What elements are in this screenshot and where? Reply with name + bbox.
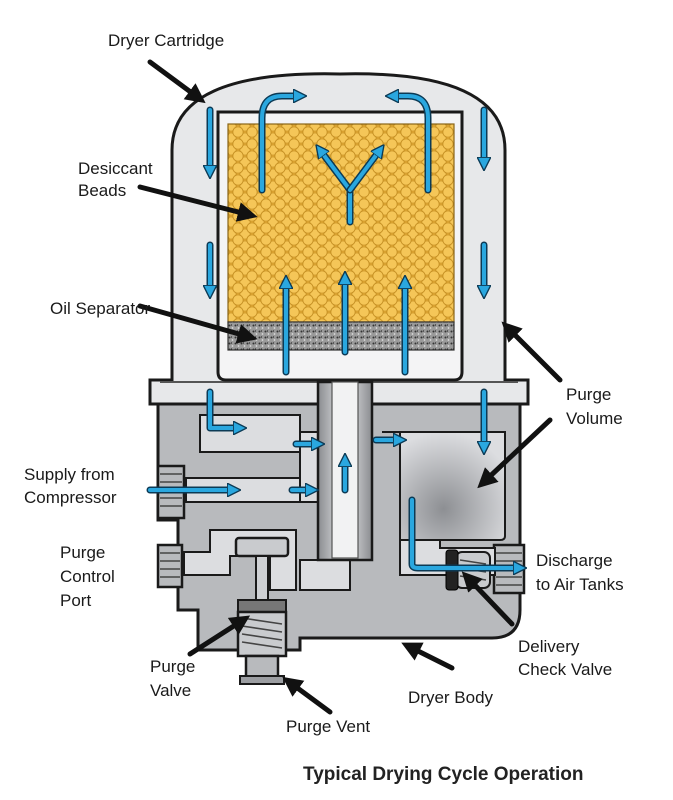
- label-oil-separator: Oil Separator: [50, 299, 150, 318]
- label-supply-2: Compressor: [24, 488, 117, 507]
- air-flow-arrows: [146, 96, 520, 568]
- label-discharge-2: to Air Tanks: [536, 575, 624, 594]
- label-purge-control-3: Port: [60, 591, 91, 610]
- oil-separator: [227, 321, 455, 351]
- label-purge-vent: Purge Vent: [286, 717, 370, 736]
- label-dryer-cartridge: Dryer Cartridge: [108, 31, 224, 50]
- label-desiccant-beads-1: Desiccant: [78, 159, 153, 178]
- desiccant-beads: [227, 123, 455, 323]
- label-discharge-1: Discharge: [536, 551, 613, 570]
- label-purge-control-1: Purge: [60, 543, 105, 562]
- label-delivery-2: Check Valve: [518, 660, 612, 679]
- dryer-cartridge: [148, 72, 530, 562]
- label-purge-volume-2: Volume: [566, 409, 623, 428]
- caption: Typical Drying Cycle Operation: [303, 764, 584, 785]
- label-supply-1: Supply from: [24, 465, 115, 484]
- label-purge-volume-1: Purge: [566, 385, 611, 404]
- label-purge-valve-2: Valve: [150, 681, 191, 700]
- label-dryer-body: Dryer Body: [408, 688, 494, 707]
- pointer-arrows: [137, 59, 563, 715]
- label-desiccant-beads-2: Beads: [78, 181, 126, 200]
- label-purge-valve-1: Purge: [150, 657, 195, 676]
- labels: Dryer Cartridge Desiccant Beads Oil Sepa…: [24, 31, 624, 785]
- label-purge-control-2: Control: [60, 567, 115, 586]
- label-delivery-1: Delivery: [518, 637, 580, 656]
